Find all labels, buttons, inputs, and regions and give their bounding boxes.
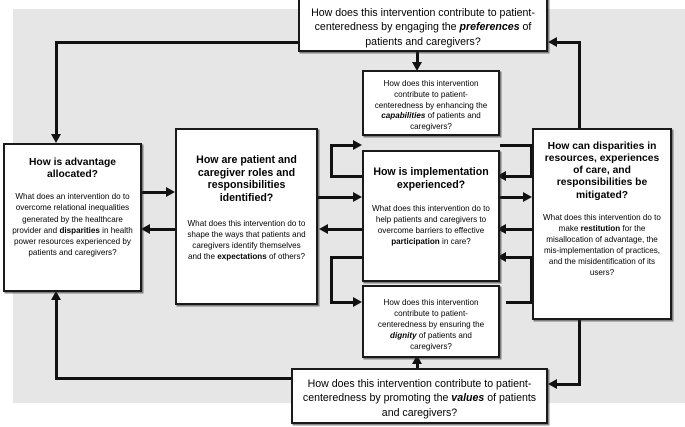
- arrowhead-into-implementation-left: [353, 192, 362, 203]
- arrowhead-into-dignity-bottom: [412, 355, 423, 364]
- connector-implementation-to-capabilities-h2: [330, 144, 355, 148]
- connector-values-to-dignity: [416, 360, 420, 370]
- connector-implementation-to-dignity-h1: [330, 256, 363, 260]
- box-roles-responsibilities[interactable]: How are patient and caregiver roles and …: [175, 128, 318, 305]
- arrowhead-into-advantage-right: [141, 224, 150, 235]
- box-disparities-mitigated[interactable]: How can disparities in resources, experi…: [532, 128, 672, 320]
- connector-capabilities-right-h1: [500, 144, 533, 148]
- connector-preferences-to-advantage-vertical: [55, 41, 59, 137]
- connector-preferences-to-advantage-horizontal: [55, 41, 300, 45]
- arrowhead-into-advantage-top: [51, 134, 62, 143]
- box-advantage-title: How is advantage allocated?: [29, 157, 116, 181]
- arrowhead-into-dignity-left: [353, 297, 362, 308]
- connector-implementation-to-disparities: [500, 196, 525, 200]
- connector-values-to-advantage-vertical: [55, 299, 59, 381]
- box-roles-title: How are patient and caregiver roles and …: [196, 154, 297, 204]
- connector-roles-to-advantage-return: [150, 228, 176, 232]
- connector-dignity-to-disparities-h2: [506, 256, 533, 260]
- box-values[interactable]: How does this intervention contribute to…: [291, 368, 548, 424]
- arrowhead-into-values-right: [548, 379, 557, 390]
- arrowhead-into-disparities-left-lower: [497, 252, 506, 263]
- arrowhead-into-roles-right: [319, 224, 328, 235]
- arrowhead-into-roles-left: [166, 187, 175, 198]
- connector-implementation-to-dignity-v: [330, 256, 334, 304]
- arrowhead-into-advantage-bottom: [51, 291, 62, 300]
- box-implementation-body: What does this intervention do to help p…: [372, 204, 490, 246]
- connector-implementation-to-capabilities-h1: [330, 175, 363, 179]
- box-advantage-body: What does an intervention do to overcome…: [12, 192, 133, 258]
- arrowhead-into-capabilities-top: [412, 62, 423, 71]
- connector-capabilities-right-h2: [506, 174, 533, 178]
- arrowhead-into-disparities-left: [523, 192, 532, 203]
- connector-dignity-to-disparities-v: [529, 256, 533, 305]
- box-implementation-title: How is implementation experienced?: [373, 166, 489, 191]
- arrowhead-into-preferences-right: [548, 37, 557, 48]
- box-dignity[interactable]: How does this intervention contribute to…: [362, 285, 500, 358]
- connector-values-to-advantage-horizontal: [55, 377, 293, 381]
- connector-implementation-to-dignity-h2: [330, 301, 355, 305]
- box-values-text: How does this intervention contribute to…: [302, 378, 537, 419]
- arrowhead-into-capabilities-left: [353, 140, 362, 151]
- box-disparities-title: How can disparities in resources, experi…: [544, 141, 660, 201]
- connector-roles-to-implementation: [318, 196, 355, 200]
- box-dignity-text: How does this intervention contribute to…: [377, 298, 485, 351]
- box-advantage-allocated[interactable]: How is advantage allocated? What does an…: [3, 143, 142, 292]
- connector-disparities-to-preferences-horizontal: [557, 41, 581, 45]
- connector-disparities-to-implementation-return: [506, 228, 533, 232]
- box-disparities-body: What does this intervention do to make r…: [543, 212, 661, 277]
- connector-disparities-to-values-vertical: [578, 320, 582, 386]
- connector-dignity-to-disparities-h1: [506, 301, 533, 305]
- arrowhead-into-implementation-right: [497, 224, 506, 235]
- connector-implementation-to-roles-return: [328, 228, 362, 232]
- box-preferences-text: How does this intervention contribute to…: [311, 7, 535, 48]
- connector-disparities-to-preferences-vertical: [578, 41, 582, 130]
- box-implementation-experienced[interactable]: How is implementation experienced? What …: [362, 150, 500, 282]
- box-capabilities[interactable]: How does this intervention contribute to…: [362, 70, 500, 136]
- box-roles-body: What does this intervention do to shape …: [187, 219, 306, 262]
- connector-advantage-to-roles: [142, 191, 168, 195]
- connector-preferences-to-capabilities: [416, 52, 420, 65]
- connector-disparities-to-values-horizontal: [557, 383, 582, 387]
- box-preferences[interactable]: How does this intervention contribute to…: [298, 0, 548, 52]
- box-capabilities-text: How does this intervention contribute to…: [374, 78, 488, 132]
- arrowhead-into-capabilities-right-return: [497, 170, 506, 181]
- connector-capabilities-right-v: [529, 144, 533, 178]
- connector-implementation-to-capabilities-v: [330, 144, 334, 179]
